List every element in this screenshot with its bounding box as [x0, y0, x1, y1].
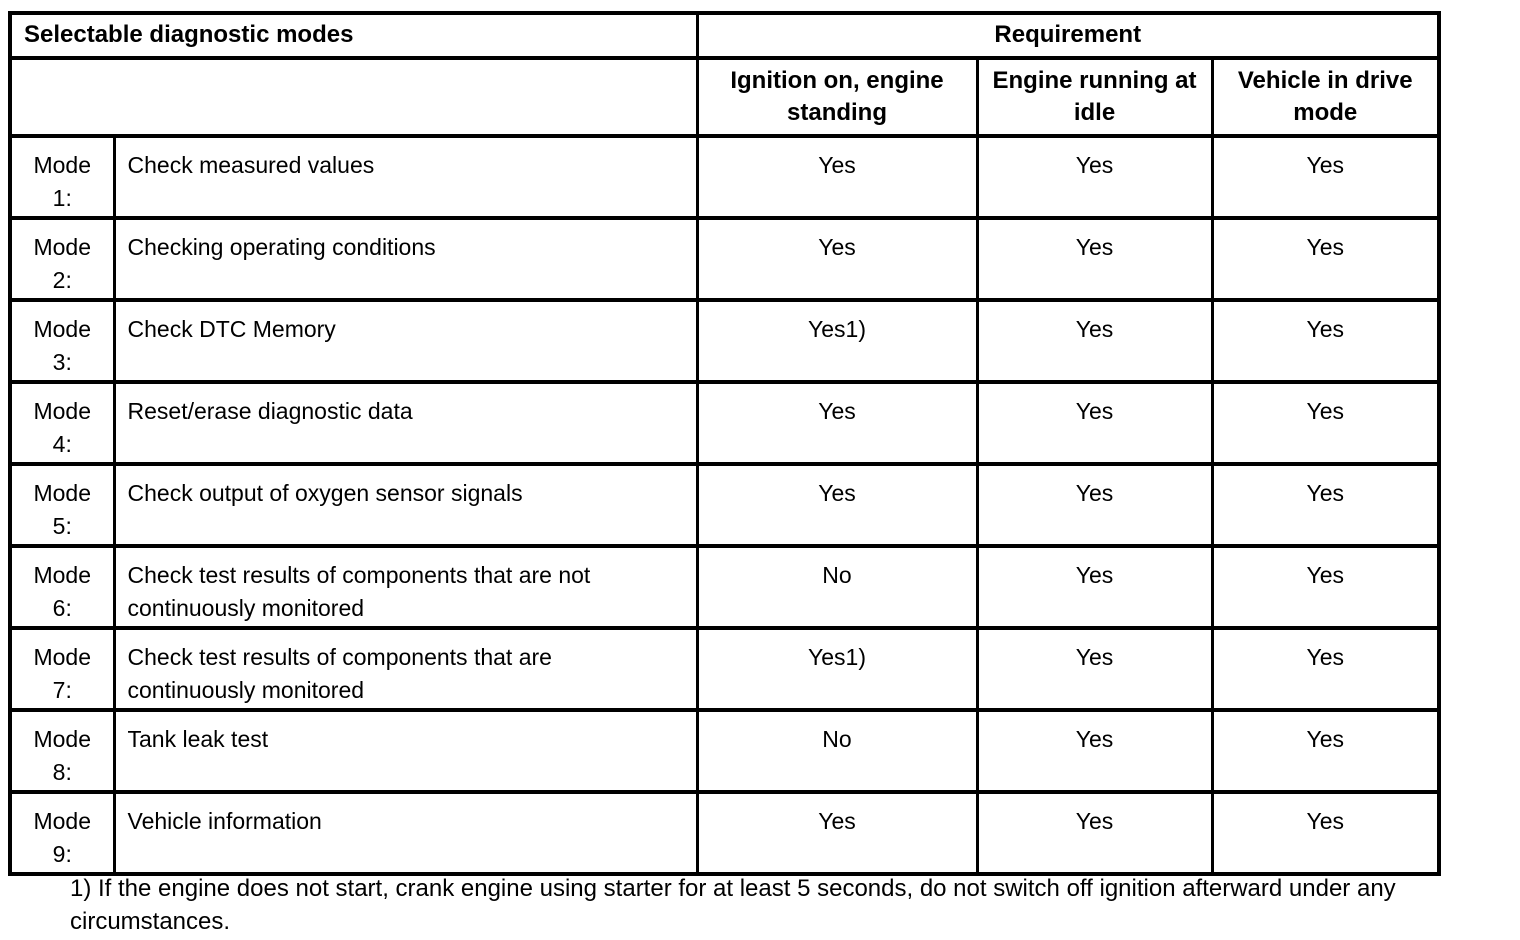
description-cell: Reset/erase diagnostic data — [112, 380, 699, 466]
mode-cell: Mode 1: — [8, 134, 116, 220]
mode-number: 3: — [52, 349, 72, 375]
description-cell: Check measured values — [112, 134, 699, 220]
value-cell: Yes — [695, 790, 979, 876]
table-row: Mode 9: Vehicle information Yes Yes Yes — [8, 790, 1441, 876]
value-cell: Yes — [975, 626, 1214, 712]
value-cell: Yes — [1210, 462, 1441, 548]
mode-word: Mode — [33, 644, 92, 670]
header-requirement: Requirement — [695, 11, 1441, 60]
column-header-engine-running: Engine running at idle — [975, 56, 1214, 138]
mode-number: 5: — [52, 513, 72, 539]
value-cell: Yes — [975, 544, 1214, 630]
description-cell: Check DTC Memory — [112, 298, 699, 384]
mode-word: Mode — [33, 234, 92, 260]
header-group-row: Selectable diagnostic modes Requirement — [8, 11, 1441, 60]
table-row: Mode 5: Check output of oxygen sensor si… — [8, 462, 1441, 548]
mode-number: 6: — [52, 595, 72, 621]
mode-cell: Mode 3: — [8, 298, 116, 384]
table-row: Mode 7: Check test results of components… — [8, 626, 1441, 712]
header-selectable-diagnostic-modes: Selectable diagnostic modes — [8, 11, 699, 60]
value-cell: Yes — [1210, 298, 1441, 384]
header-empty-cell — [8, 56, 699, 138]
table-row: Mode 2: Checking operating conditions Ye… — [8, 216, 1441, 302]
value-cell: Yes — [1210, 380, 1441, 466]
mode-word: Mode — [33, 562, 92, 588]
mode-word: Mode — [33, 398, 92, 424]
table-row: Mode 4: Reset/erase diagnostic data Yes … — [8, 380, 1441, 466]
mode-word: Mode — [33, 726, 92, 752]
value-cell: Yes — [695, 134, 979, 220]
value-cell: No — [695, 544, 979, 630]
value-cell: Yes — [1210, 708, 1441, 794]
column-header-vehicle-drive: Vehicle in drive mode — [1210, 56, 1441, 138]
column-header-ignition-on: Ignition on, engine standing — [695, 56, 979, 138]
description-cell: Vehicle information — [112, 790, 699, 876]
mode-number: 7: — [52, 677, 72, 703]
value-cell: Yes — [1210, 216, 1441, 302]
mode-cell: Mode 5: — [8, 462, 116, 548]
mode-cell: Mode 4: — [8, 380, 116, 466]
value-cell: Yes — [975, 462, 1214, 548]
description-cell: Check test results of components that ar… — [112, 626, 699, 712]
footnote: 1) If the engine does not start, crank e… — [70, 875, 1396, 935]
description-cell: Check output of oxygen sensor signals — [112, 462, 699, 548]
mode-cell: Mode 7: — [8, 626, 116, 712]
value-cell: Yes — [695, 216, 979, 302]
mode-word: Mode — [33, 480, 92, 506]
value-cell: Yes — [695, 462, 979, 548]
value-cell: Yes1) — [695, 298, 979, 384]
value-cell: Yes — [975, 134, 1214, 220]
table-row: Mode 8: Tank leak test No Yes Yes — [8, 708, 1441, 794]
mode-cell: Mode 8: — [8, 708, 116, 794]
table-row: Mode 1: Check measured values Yes Yes Ye… — [8, 134, 1441, 220]
value-cell: Yes — [975, 708, 1214, 794]
diagnostic-modes-table: Selectable diagnostic modes Requirement … — [8, 11, 1441, 876]
description-cell: Checking operating conditions — [112, 216, 699, 302]
value-cell: No — [695, 708, 979, 794]
mode-number: 2: — [52, 267, 72, 293]
mode-word: Mode — [33, 808, 92, 834]
mode-number: 8: — [52, 759, 72, 785]
value-cell: Yes — [975, 790, 1214, 876]
mode-cell: Mode 2: — [8, 216, 116, 302]
value-cell: Yes — [1210, 544, 1441, 630]
value-cell: Yes — [695, 380, 979, 466]
value-cell: Yes — [975, 380, 1214, 466]
value-cell: Yes — [1210, 790, 1441, 876]
mode-word: Mode — [33, 152, 92, 178]
value-cell: Yes — [1210, 134, 1441, 220]
mode-number: 1: — [52, 185, 72, 211]
value-cell: Yes — [975, 216, 1214, 302]
description-cell: Check test results of components that ar… — [112, 544, 699, 630]
table-row: Mode 6: Check test results of components… — [8, 544, 1441, 630]
mode-cell: Mode 6: — [8, 544, 116, 630]
value-cell: Yes — [1210, 626, 1441, 712]
description-cell: Tank leak test — [112, 708, 699, 794]
table-row: Mode 3: Check DTC Memory Yes1) Yes Yes — [8, 298, 1441, 384]
value-cell: Yes1) — [695, 626, 979, 712]
value-cell: Yes — [975, 298, 1214, 384]
header-columns-row: Ignition on, engine standing Engine runn… — [8, 56, 1441, 138]
mode-cell: Mode 9: — [8, 790, 116, 876]
mode-number: 4: — [52, 431, 72, 457]
mode-number: 9: — [52, 841, 72, 867]
mode-word: Mode — [33, 316, 92, 342]
